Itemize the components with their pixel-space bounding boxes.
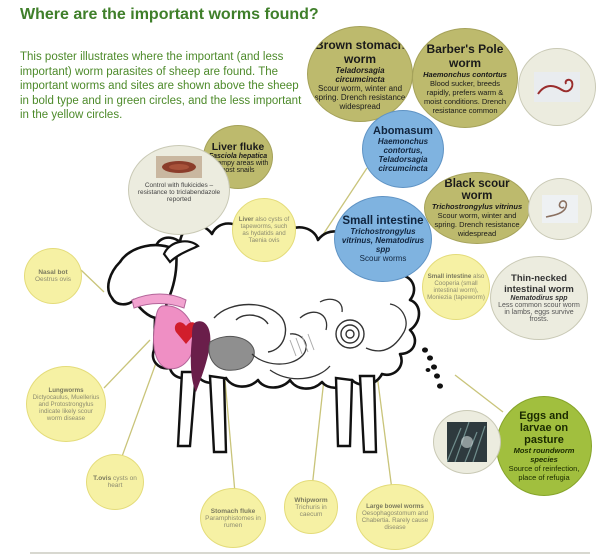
abomasum-species: Haemonchus contortus, Teladorsagia circu…	[377, 137, 429, 173]
small-intestine-note: Scour worms	[359, 254, 407, 263]
thin-necked-worm-circle: Thin-necked intestinal worm Nematodirus …	[490, 256, 588, 340]
liver-cysts-note: also cysts of tapeworms, such as hydatid…	[240, 216, 290, 244]
liver-fluke-note: Swampy areas with host snails	[207, 159, 269, 174]
liver-fluke-circle: Liver fluke Fasciola hepatica Swampy are…	[203, 125, 273, 189]
eggs-larvae-circle: Eggs and larvae on pasture Most roundwor…	[496, 396, 592, 496]
liver-fluke-name: Liver fluke	[211, 140, 265, 153]
black-scour-worm-photo	[542, 195, 578, 223]
small-intestine-species: Trichostrongylus vitrinus, Nematodirus s…	[341, 227, 425, 254]
large-bowel-note: Oesophagostomum and Chabertia. Rarely ca…	[361, 510, 429, 531]
black-scour-worm-note: Scour worm, winter and spring. Drench re…	[434, 211, 520, 238]
nasal-bot-circle: Nasal bot Oestrus ovis	[24, 248, 82, 304]
intestine-hatching	[289, 333, 315, 357]
whipworm-lead: Whipworm	[294, 496, 328, 504]
heart	[174, 322, 198, 344]
eggs-larvae-species: Most roundworm species	[513, 446, 575, 464]
nasal-bot-note: Oestrus ovis	[34, 276, 72, 283]
large-bowel-circle: Large bowel worms Oesophagostomum and Ch…	[356, 484, 434, 550]
larvae-on-grass-photo	[447, 422, 487, 462]
stomach-fluke-circle: Stomach fluke Paramphistomes in rumen	[200, 488, 266, 548]
barbers-pole-worm-note: Blood sucker, breeds rapidly, prefers wa…	[423, 78, 507, 115]
small-intestine-name: Small intestine	[342, 215, 424, 227]
whipworm-circle: Whipworm Trichuris in caecum	[284, 480, 338, 534]
small-intestine-yellow-circle: Small intestine also Cooperia (small int…	[422, 254, 490, 320]
barbers-pole-worm-species: Haemonchus contortus	[423, 69, 507, 79]
stomach-fluke-lead: Stomach fluke	[210, 507, 256, 515]
fluke-control-circle: Control with flukicides – resistance to …	[128, 145, 230, 235]
eggs-larvae-note: Source of reinfection, place of refugia	[508, 464, 580, 482]
t-ovis-note: cysts on heart	[107, 475, 137, 489]
brown-stomach-worm-name: Brown stomach worm	[314, 37, 405, 66]
fluke-control-note: Control with flukicides – resistance to …	[137, 182, 221, 203]
black-scour-worm-circle: Black scour worm Trichostrongylus vitrin…	[424, 172, 530, 244]
eggs-larvae-name: Eggs and larvae on pasture	[519, 410, 569, 446]
fluke-photo	[156, 156, 202, 178]
page-title: Where are the important worms found?	[20, 6, 319, 23]
thin-necked-worm-note: Less common scour worm in lambs, eggs su…	[498, 302, 580, 323]
liver-fluke-species: Fasciola hepatica	[208, 152, 268, 160]
small-intestine-circle: Small intestine Trichostrongylus vitrinu…	[334, 196, 432, 282]
larvae-photo-circle	[433, 410, 501, 474]
thin-necked-worm-species: Nematodirus spp	[510, 295, 568, 302]
sheep-ear	[162, 240, 200, 264]
spiral-colon	[335, 319, 365, 349]
black-scour-worm-name: Black scour worm	[444, 178, 510, 202]
brown-stomach-worm-species: Teladorsagia circumcincta	[335, 65, 385, 84]
stomach-fluke-note: Paramphistomes in rumen	[205, 514, 261, 529]
intro-text: This poster illustrates where the import…	[20, 51, 302, 121]
black-scour-photo-circle	[528, 178, 592, 240]
trachea	[131, 293, 187, 309]
barbers-pole-worm-circle: Barber's Pole worm Haemonchus contortus …	[412, 28, 518, 128]
hind-leg-right	[358, 374, 378, 454]
dung-pellets	[422, 347, 443, 389]
liver-cysts-circle: Liver also cysts of tapeworms, such as h…	[232, 198, 296, 262]
t-ovis-lead: T.ovis	[93, 475, 112, 482]
small-intestine-yellow-text: Small intestine also Cooperia (small int…	[427, 273, 485, 301]
rumen	[213, 303, 287, 353]
liver	[190, 321, 211, 392]
black-scour-worm-species: Trichostrongylus vitrinus	[431, 202, 523, 211]
liver-cysts-text: Liver also cysts of tapeworms, such as h…	[237, 216, 291, 244]
small-int-yellow-note: also Cooperia (small intestinal worm), M…	[427, 273, 485, 301]
large-bowel-lead: Large bowel worms	[366, 503, 424, 510]
brown-stomach-worm-circle: Brown stomach worm Teladorsagia circumci…	[307, 26, 413, 122]
small-int-yellow-lead: Small intestine	[427, 273, 472, 280]
barbers-pole-worm-name: Barber's Pole worm	[426, 41, 504, 70]
t-ovis-text: T.ovis cysts on heart	[91, 475, 139, 489]
brown-stomach-worm-note: Scour worm, winter and spring. Drench re…	[314, 83, 406, 111]
intestine-loops	[251, 298, 343, 380]
whipworm-note: Trichuris in caecum	[295, 503, 327, 518]
barbers-pole-photo-circle	[518, 48, 596, 126]
abomasum-circle: Abomasum Haemonchus contortus, Teladorsa…	[362, 110, 444, 188]
barbers-pole-worm-photo	[534, 72, 580, 102]
lungworms-lead: Lungworms	[48, 386, 84, 394]
lungworms-circle: Lungworms Dictyocaulus, Muellerius and P…	[26, 366, 106, 442]
large-intestine	[365, 303, 407, 352]
nasal-bot-lead: Nasal bot	[38, 269, 68, 276]
abomasum-organ	[208, 335, 255, 371]
abomasum-name: Abomasum	[373, 125, 433, 137]
liver-cysts-lead: Liver	[238, 216, 254, 223]
front-leg-right	[208, 374, 228, 454]
t-ovis-circle: T.ovis cysts on heart	[86, 454, 144, 510]
hind-leg-left	[334, 376, 354, 448]
thin-necked-worm-name: Thin-necked intestinal worm	[504, 273, 574, 295]
lungworms-note: Dictyocaulus, Muellerius and Protostrong…	[32, 393, 100, 422]
